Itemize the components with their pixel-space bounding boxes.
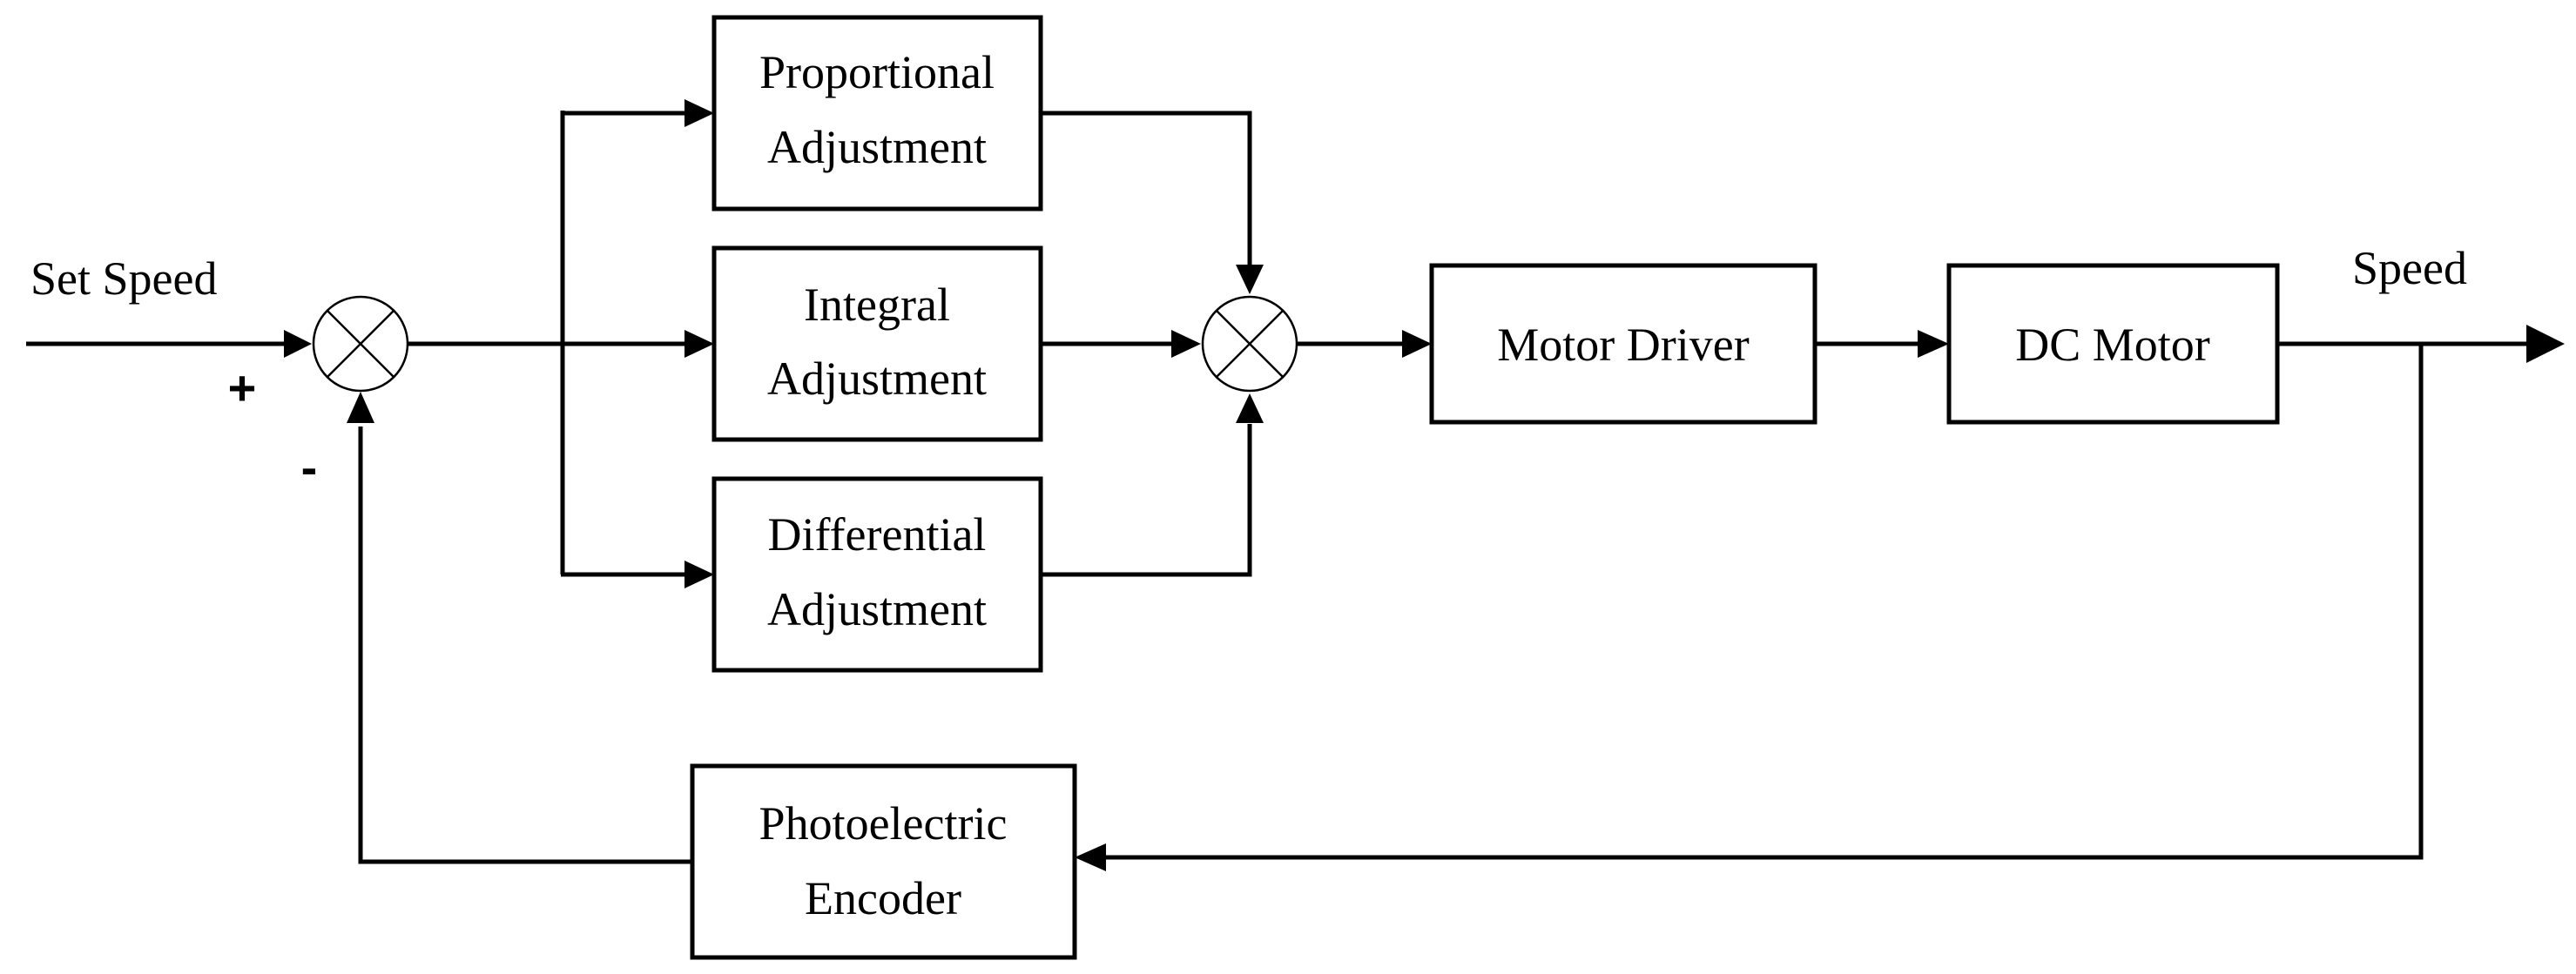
set-speed-label: Set Speed — [30, 252, 217, 305]
to-proportional-arrow — [684, 99, 714, 127]
integral-label-line1: Integral — [804, 279, 950, 331]
output-arrow — [2526, 325, 2565, 363]
differential-output-line — [1041, 424, 1252, 577]
to-motor-driver-arrow — [1402, 330, 1432, 358]
feedback-line — [1104, 342, 2424, 860]
input-arrow — [284, 330, 312, 358]
to-differential-arrow — [684, 561, 714, 588]
encoder-label-line1: Photoelectric — [759, 797, 1008, 850]
to-integral-arrow — [684, 330, 714, 358]
minus-sign: - — [301, 440, 318, 494]
motor-driver-label: Motor Driver — [1497, 319, 1749, 371]
motor-driver-block — [1429, 263, 1817, 425]
integral-label-line2: Adjustment — [767, 353, 987, 405]
pid-summing-junction — [1201, 295, 1298, 393]
speed-label: Speed — [2352, 242, 2467, 294]
differential-label-line2: Adjustment — [767, 583, 987, 635]
differential-label-line1: Differential — [768, 508, 987, 561]
proportional-output-line — [1041, 111, 1252, 265]
encoder-block — [690, 763, 1077, 960]
proportional-label-line1: Proportional — [759, 46, 995, 98]
encoder-output-line — [358, 427, 692, 864]
differential-block — [711, 476, 1043, 673]
proportional-block — [711, 15, 1043, 212]
feedback-arrow — [1075, 843, 1106, 871]
error-summing-junction — [312, 295, 409, 393]
encoder-output-arrow — [347, 392, 374, 423]
plus-sign: + — [228, 360, 257, 415]
dc-motor-block — [1946, 263, 2280, 425]
dc-motor-label: DC Motor — [2015, 319, 2210, 371]
differential-output-arrow — [1236, 393, 1264, 423]
proportional-output-arrow — [1236, 265, 1264, 294]
integral-output-arrow — [1171, 330, 1201, 358]
to-dc-motor-arrow — [1918, 330, 1949, 358]
proportional-label-line2: Adjustment — [767, 121, 987, 173]
integral-block — [711, 245, 1043, 442]
encoder-label-line2: Encoder — [805, 872, 961, 924]
